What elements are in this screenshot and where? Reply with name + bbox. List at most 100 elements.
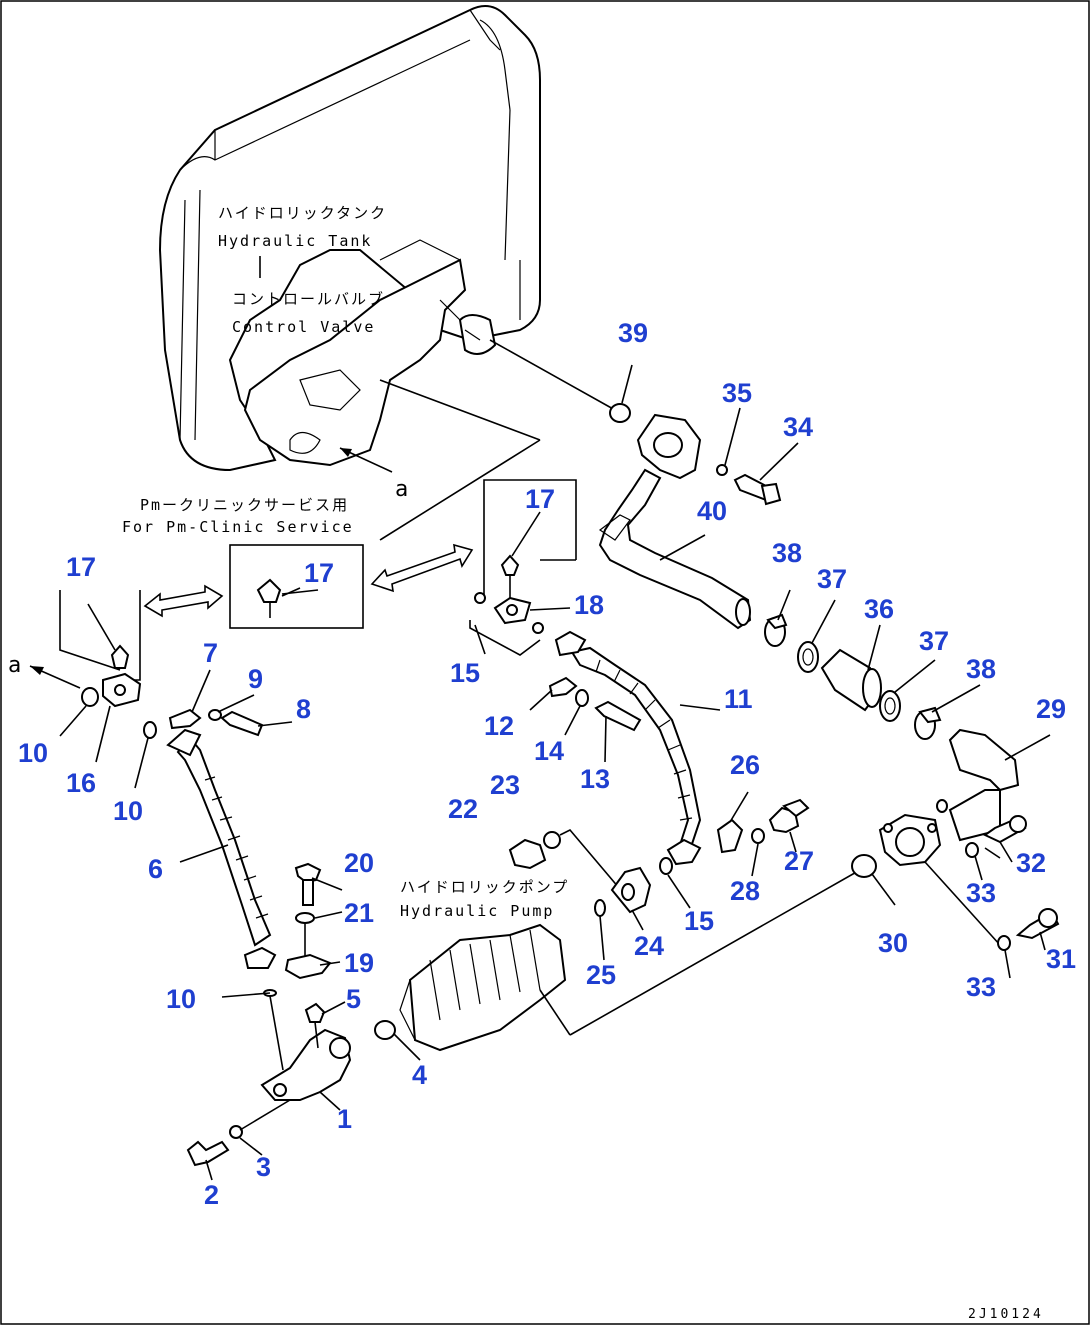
callout-label: 1	[337, 1104, 352, 1134]
oring-25	[594, 899, 606, 917]
oring-14	[575, 689, 589, 707]
tank-name-jp: ハイドロリックタンク	[218, 204, 387, 222]
ref-a-label-2: a	[8, 653, 21, 678]
callout-label: 29	[1036, 694, 1066, 724]
washer-21	[295, 912, 315, 924]
double-arrow-left	[143, 584, 224, 618]
callout-label: 6	[148, 854, 163, 884]
callout-label: 17	[304, 558, 334, 588]
plug-5	[304, 1002, 326, 1049]
tank-label-group: ハイドロリックタンク Hydraulic Tank コントロールバルブ Cont…	[218, 204, 387, 336]
leader-lines	[59, 364, 1046, 1181]
ref-a-valve: a	[339, 447, 408, 502]
callout-label: 25	[586, 960, 616, 990]
hose-11	[554, 630, 721, 866]
oring-30	[851, 854, 877, 878]
callout-label: 22	[448, 794, 478, 824]
bolt-8	[220, 710, 264, 737]
callout-label: 40	[697, 496, 727, 526]
hose-6	[166, 728, 277, 969]
callout-label: 27	[784, 846, 814, 876]
callout-label: 7	[203, 638, 218, 668]
hydraulic-tank	[158, 5, 541, 472]
hydraulic-pump	[399, 923, 567, 1052]
oring-15-b	[659, 857, 673, 875]
nipple-17-right	[500, 554, 520, 598]
hose-36	[820, 648, 882, 712]
oring-4	[374, 1020, 396, 1040]
callout-label: 35	[722, 378, 752, 408]
washer-33-c	[997, 935, 1011, 951]
flange-29	[878, 813, 942, 867]
callout-label: 34	[783, 412, 813, 442]
callout-label: 8	[296, 694, 311, 724]
clamp-26	[716, 818, 744, 854]
block-18	[469, 592, 544, 656]
service-note: Pmークリニックサービス用 For Pm-Clinic Service	[122, 496, 354, 536]
bolt-2	[186, 1140, 230, 1167]
callout-label: 16	[66, 768, 96, 798]
oring-10-b	[143, 721, 157, 739]
service-note-en: For Pm-Clinic Service	[122, 518, 354, 536]
flange-7	[168, 708, 202, 730]
callout-label: 4	[412, 1060, 427, 1090]
callout-label: 23	[490, 770, 520, 800]
callout-label: 10	[113, 796, 143, 826]
ref-a-left: a	[8, 653, 81, 689]
block-16	[102, 672, 142, 708]
callout-label: 15	[450, 658, 480, 688]
pump-name-en: Hydraulic Pump	[400, 902, 554, 920]
callout-label: 31	[1046, 944, 1076, 974]
tank-name-en: Hydraulic Tank	[218, 232, 372, 250]
callout-label: 2	[204, 1180, 219, 1210]
callout-label: 10	[18, 738, 48, 768]
clamp-37-a	[797, 641, 819, 673]
washer-28	[751, 828, 765, 844]
callout-label: 33	[966, 878, 996, 908]
callout-label: 3	[256, 1152, 271, 1182]
washer-9	[208, 709, 222, 721]
flange-12	[548, 676, 578, 698]
bolt-27	[768, 798, 810, 834]
callout-label: 32	[1016, 848, 1046, 878]
callout-label: 12	[484, 711, 514, 741]
bolt-32	[983, 815, 1027, 844]
nipple-17-center	[256, 578, 301, 618]
callout-label: 30	[878, 928, 908, 958]
washer-3	[229, 1125, 243, 1139]
bolt-13	[594, 700, 642, 732]
callout-label: 21	[344, 898, 374, 928]
bolt-31	[1015, 908, 1060, 940]
washer-35	[716, 464, 728, 476]
oring-10-a	[81, 687, 99, 707]
washer-33-b	[965, 842, 979, 858]
callout-label: 17	[525, 484, 555, 514]
callout-label: 10	[166, 984, 196, 1014]
bolt-34	[733, 473, 782, 506]
callout-labels: 39 35 34 40 17 17 17 18 38 37 36 37 38 2…	[18, 318, 1076, 1210]
callout-label: 26	[730, 750, 760, 780]
callout-label: 37	[817, 564, 847, 594]
callout-label: 17	[66, 552, 96, 582]
washer-33-a	[936, 799, 948, 813]
oring-23	[543, 831, 561, 849]
valve-name-en: Control Valve	[232, 318, 375, 336]
callout-label: 20	[344, 848, 374, 878]
flange-40	[636, 413, 702, 480]
service-box-center	[229, 544, 364, 629]
callout-label: 14	[534, 736, 564, 766]
clamp-19	[284, 953, 332, 980]
callout-label: 11	[724, 684, 753, 714]
valve-name-jp: コントロールバルブ	[232, 290, 385, 308]
nipple-17-left	[110, 644, 130, 669]
clamp-38-b	[914, 706, 942, 740]
callout-label: 13	[580, 764, 610, 794]
callout-label: 15	[684, 906, 714, 936]
ref-a-label-1: a	[395, 477, 408, 502]
callout-label: 38	[966, 654, 996, 684]
oring-39	[609, 403, 631, 423]
service-note-jp: Pmークリニックサービス用	[140, 496, 349, 514]
double-arrow-right	[370, 543, 474, 593]
